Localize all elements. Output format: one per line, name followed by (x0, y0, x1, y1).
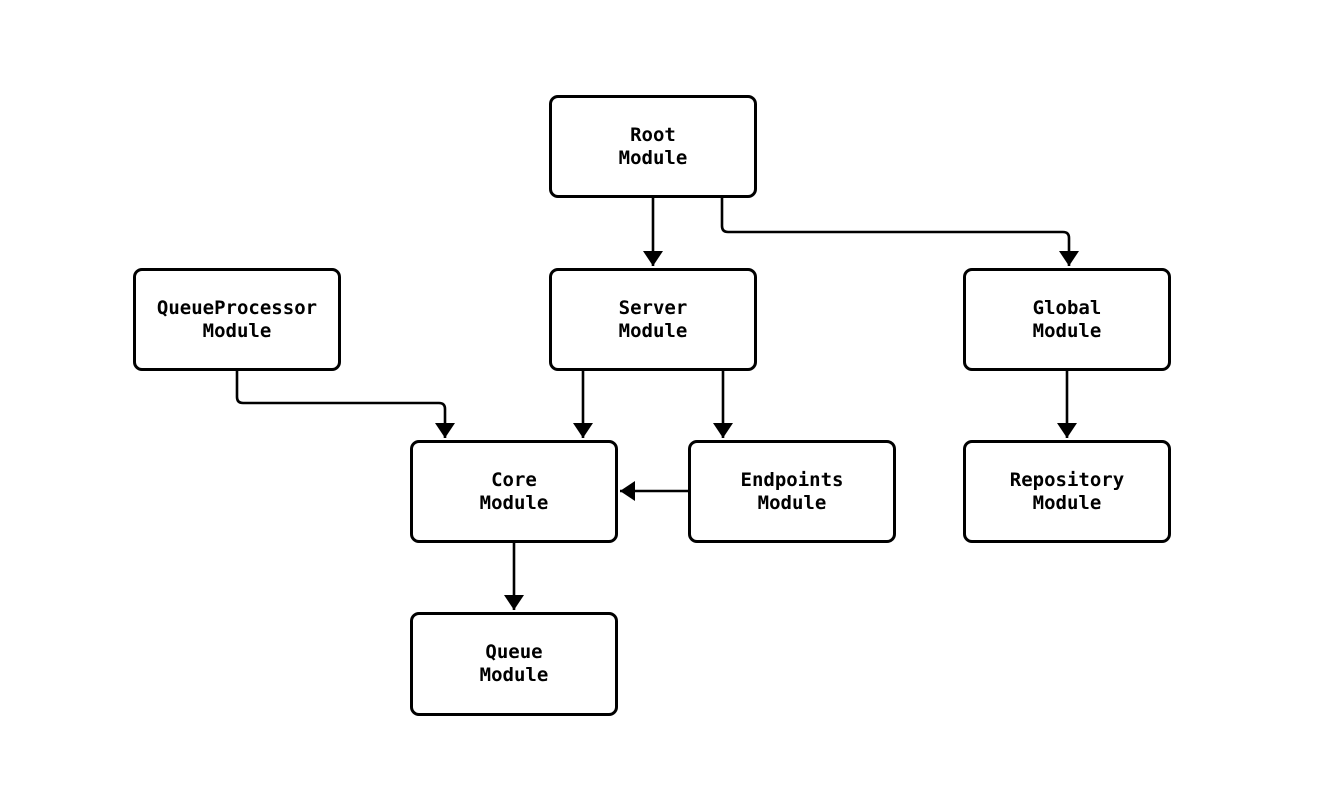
node-root-module-label: Root Module (618, 123, 688, 169)
node-queue-module-label: Queue Module (479, 641, 549, 686)
node-endpoints-module: Endpoints Module (688, 440, 896, 543)
node-repository-module-label: Repository Module (1009, 468, 1125, 514)
edge-queueprocessor-to-core (235, 371, 455, 438)
node-global-module: Global Module (963, 268, 1171, 371)
node-server-module: Server Module (549, 268, 757, 371)
node-global-module-label: Global Module (1032, 296, 1102, 342)
node-repository-module: Repository Module (963, 440, 1171, 543)
node-endpoints-module-label: Endpoints Module (740, 468, 844, 514)
node-queueprocessor-module-label: QueueProcessor Module (156, 296, 318, 342)
node-queueprocessor-module: QueueProcessor Module (133, 268, 341, 371)
node-queue-module: Queue Module (410, 612, 618, 716)
node-core-module: Core Module (410, 440, 618, 543)
node-server-module-label: Server Module (618, 296, 688, 342)
node-root-module: Root Module (549, 95, 757, 198)
node-core-module-label: Core Module (479, 468, 549, 514)
edge-root-to-global (720, 198, 1079, 266)
